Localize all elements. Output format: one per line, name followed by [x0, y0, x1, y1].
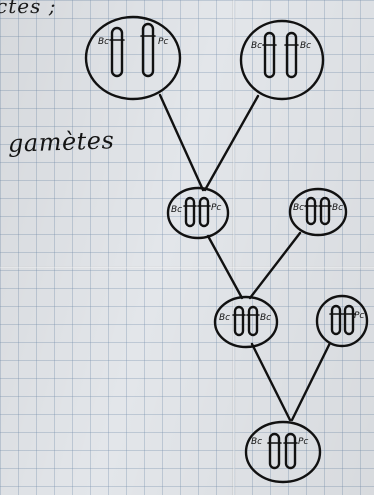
header-text: ctes ;: [0, 0, 57, 18]
allele-label: Bc: [260, 313, 271, 323]
chromosome: [319, 196, 331, 226]
allele-label: Bc: [293, 203, 304, 213]
cell-membrane: [239, 19, 325, 101]
chromosome: [330, 304, 342, 336]
chromosome: [268, 432, 281, 470]
chromosome: [305, 196, 317, 226]
connector-lines: [158, 93, 332, 422]
chromosome: [285, 31, 298, 79]
paper-fold-horizontal: [0, 266, 374, 269]
paper-fold-vertical: [232, 0, 236, 495]
allele-label: Pc: [298, 437, 308, 447]
gamete3-cell: Pc: [315, 294, 369, 348]
allele-label: Bc: [98, 37, 109, 47]
cell-membrane: [213, 295, 279, 349]
allele-label: Bc: [251, 41, 262, 51]
line-f2-to-f3: [250, 342, 292, 422]
chromosome: [198, 196, 210, 228]
cell-membrane: [244, 420, 322, 484]
chromosome: [284, 432, 297, 470]
allele-label: Bc: [332, 203, 343, 213]
cell-membrane: [315, 294, 369, 348]
f2-cell: Bc Bc: [213, 295, 279, 349]
chromosome: [184, 196, 196, 228]
line-parent2-to-f1: [203, 94, 260, 192]
parent1-cell: Bc Pc: [84, 15, 182, 101]
cell-membrane: [166, 186, 230, 240]
allele-label: Pc: [158, 37, 168, 47]
parent2-cell: Bc Bc: [239, 19, 325, 101]
line-g2-to-f2: [248, 231, 302, 300]
f3-cell: Bc Pc: [244, 420, 322, 484]
allele-label: Bc: [251, 437, 262, 447]
line-parent1-to-f1: [158, 93, 205, 192]
cell-membrane: [84, 15, 182, 101]
allele-label: Pc: [211, 203, 221, 213]
allele-label: Pc: [354, 311, 364, 321]
gamete2-cell: Bc Bc: [288, 187, 348, 237]
line-g3-to-f3: [290, 341, 332, 422]
chromosome: [247, 305, 259, 337]
chromosome: [141, 22, 155, 78]
chromosome: [343, 304, 355, 336]
f1-cell: Bc Pc: [166, 186, 230, 240]
allele-label: Bc: [300, 41, 311, 51]
chromosome: [233, 305, 245, 337]
allele-label: Bc: [171, 205, 182, 215]
line-f1-to-f2: [206, 234, 244, 300]
allele-label: Bc: [219, 313, 230, 323]
chromosome: [263, 31, 276, 79]
cell-membrane: [288, 187, 348, 237]
chromosome: [110, 26, 124, 78]
